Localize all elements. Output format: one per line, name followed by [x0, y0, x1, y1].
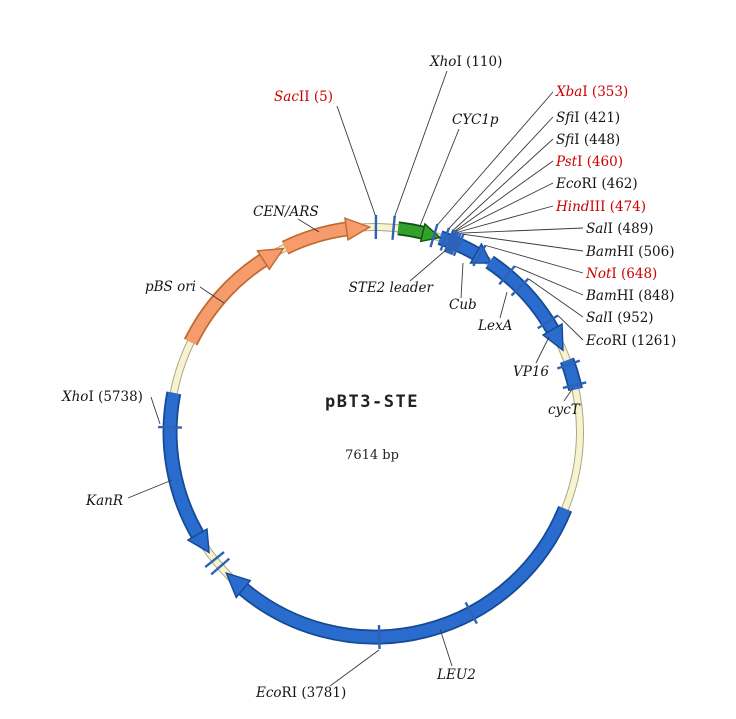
tick-xhoi-5738	[158, 425, 183, 429]
site-label-bamhi-506: BamHI (506)	[585, 244, 674, 260]
feature-label-pbs-ori: pBS ori	[145, 279, 196, 295]
tick-sfii-421	[439, 227, 451, 251]
site-label-xhoi-5738: XhoI (5738)	[61, 389, 143, 405]
kanr-arrowhead	[186, 527, 210, 554]
tick-sfii-448	[443, 229, 455, 253]
tick-cyct-start	[556, 359, 581, 370]
tick-ecori-1261	[537, 314, 559, 330]
site-label-xbai-353: XbaI (353)	[555, 84, 628, 100]
leader-xhoi-110	[394, 70, 448, 218]
tick-cyct-end	[562, 381, 587, 390]
leader-xhoi-5738	[150, 396, 161, 425]
leader-ecori-462	[456, 182, 554, 232]
plasmid-title-block: pBT3-STE 7614 bp	[325, 392, 419, 463]
leader-leu2	[439, 628, 453, 667]
leader-cub	[460, 262, 464, 299]
feature-label-ste2-leader: STE2 leader	[349, 280, 435, 296]
feature-label-leu2: LEU2	[436, 667, 476, 683]
restriction-ticks	[158, 214, 587, 650]
site-label-noti-648: NotI (648)	[585, 266, 657, 282]
cen-ars-arrowhead	[344, 217, 372, 242]
feature-label-lexa: LexA	[477, 318, 513, 334]
leader-cyc1p	[419, 128, 460, 227]
leader-ecori-3781	[329, 649, 380, 687]
tick-ecori-3781	[377, 624, 381, 650]
feature-label-cen-ars: CEN/ARS	[253, 204, 319, 220]
tick-bamhi-506	[452, 233, 465, 257]
leader-sfii-421	[448, 116, 554, 229]
leader-lexa	[499, 291, 508, 319]
tick-xhoi-110	[391, 215, 396, 240]
leu2-arrow-body	[239, 506, 571, 643]
leader-sali-952	[528, 278, 584, 318]
leader-psti	[455, 160, 554, 232]
leader-sacii	[336, 105, 376, 217]
leader-bamhi-506	[463, 233, 584, 252]
tick-hindiii-474	[448, 231, 460, 255]
tick-leu2-internal	[464, 601, 478, 625]
feature-label-cyct: cycT	[548, 402, 581, 418]
cyc1p-arrow-body	[397, 223, 425, 238]
tick-sali-952	[510, 277, 530, 297]
site-label-ecori-462: EcoRI (462)	[555, 176, 638, 192]
leader-kanr	[127, 479, 173, 499]
leader-noti	[485, 245, 584, 274]
pbs-ori-arrow-body	[185, 255, 267, 345]
leader-cen-ars	[297, 218, 320, 233]
site-label-sali-489: SalI (489)	[586, 221, 654, 237]
site-label-sfii-448: SfiI (448)	[556, 132, 620, 148]
feature-label-kanr: KanR	[85, 493, 123, 509]
kanr-arrow-body	[164, 391, 203, 538]
tick-junction-b	[204, 551, 225, 569]
feature-labels: CYC1p STE2 leader Cub LexA VP16 cycT LEU…	[85, 112, 581, 683]
site-label-hindiii-474: HindIII (474)	[555, 199, 646, 215]
leader-xbai	[437, 91, 554, 225]
leader-pbs-ori	[199, 286, 225, 304]
pbs-ori-arrowhead	[256, 247, 285, 271]
leader-sfii-448	[453, 138, 554, 231]
site-label-xhoi-110: XhoI (110)	[429, 54, 502, 70]
site-label-psti-460: PstI (460)	[555, 154, 623, 170]
site-label-sali-952: SalI (952)	[586, 310, 654, 326]
leader-lines	[127, 70, 584, 687]
cyc1p-arrowhead	[419, 222, 442, 243]
feature-label-vp16: VP16	[513, 364, 549, 380]
leader-hindiii	[458, 205, 554, 233]
tick-ecori-462	[446, 230, 458, 254]
cyct-segment	[561, 358, 582, 391]
tick-sali-489	[450, 232, 462, 256]
site-labels: SacII (5) XhoI (110) XbaI (353) SfiI (42…	[61, 54, 676, 701]
cen-ars-arrow-body	[282, 223, 348, 253]
leu2-arrowhead	[225, 571, 252, 599]
site-label-sfii-421: SfiI (421)	[556, 110, 620, 126]
tick-junction-a	[210, 557, 231, 576]
lexa-vp16-arrowhead	[541, 322, 564, 352]
leader-ecori-1261	[557, 315, 584, 341]
leader-vp16	[535, 336, 550, 364]
site-label-ecori-3781: EcoRI (3781)	[255, 685, 346, 701]
site-label-sacii-5: SacII (5)	[274, 89, 333, 105]
feature-label-cub: Cub	[449, 297, 477, 313]
tick-noti-648	[472, 244, 487, 267]
tick-bamhi-848	[498, 265, 516, 286]
leader-bamhi-848	[514, 265, 584, 296]
cub-arrow-body	[457, 240, 479, 259]
leader-cyct	[563, 387, 574, 402]
site-label-ecori-1261: EcoRI (1261)	[585, 333, 676, 349]
leader-ste2	[409, 249, 447, 282]
plasmid-name: pBT3-STE	[325, 392, 419, 412]
leader-sali-489	[460, 227, 584, 234]
feature-label-cyc1p: CYC1p	[452, 112, 499, 128]
plasmid-size: 7614 bp	[345, 448, 399, 463]
tick-xbai-353	[429, 223, 439, 248]
site-label-bamhi-848: BamHI (848)	[585, 288, 674, 304]
